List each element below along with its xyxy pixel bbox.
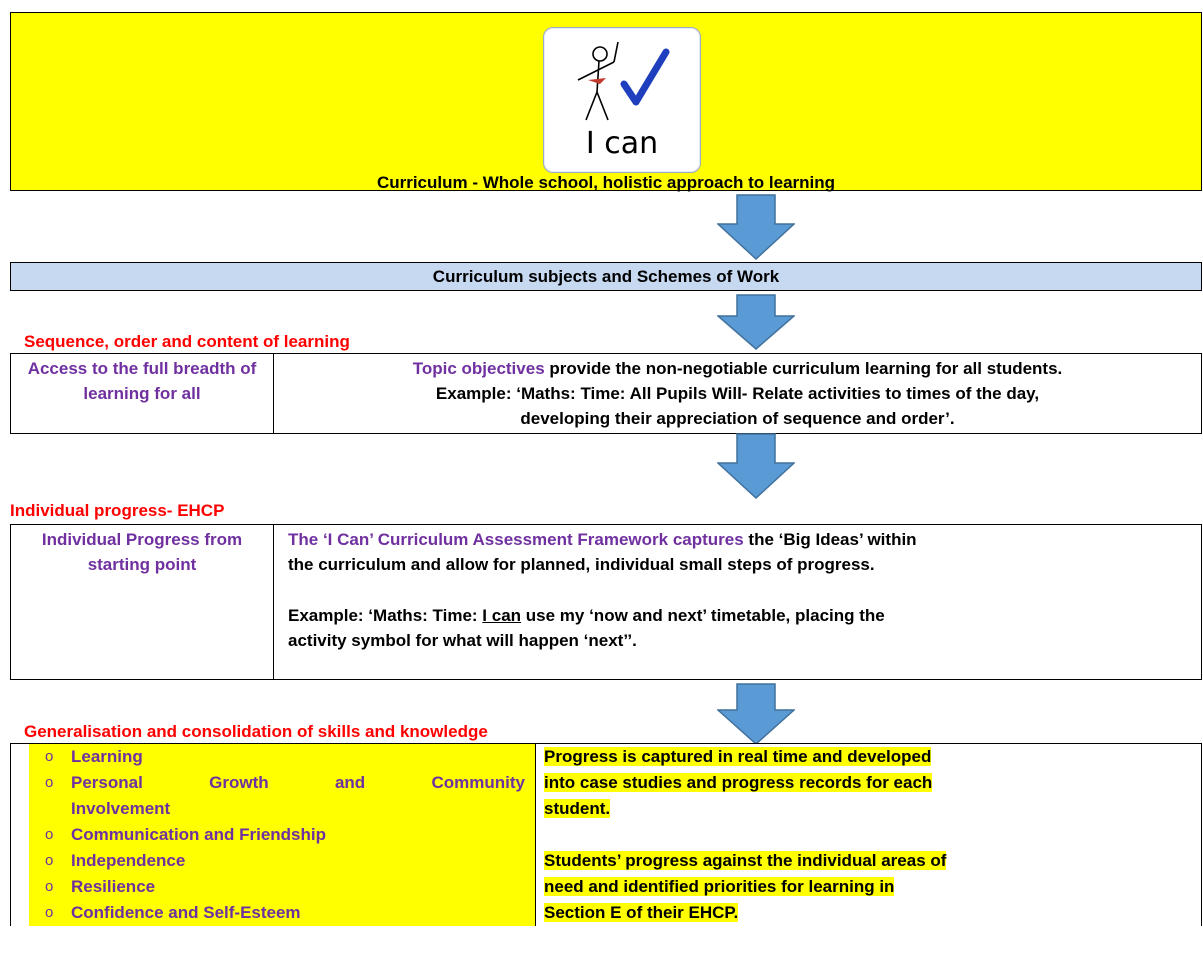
progress-text: into case studies and progress records f… bbox=[544, 773, 933, 792]
example-text: Example: ‘Maths: Time: bbox=[288, 606, 483, 625]
list-item: Confidence and Self-Esteem bbox=[29, 900, 535, 926]
list-item: Learning bbox=[29, 744, 535, 770]
framework-line: the curriculum and allow for planned, in… bbox=[288, 555, 875, 574]
curriculum-banner: I can Curriculum - Whole school, holisti… bbox=[10, 12, 1202, 192]
progress-text: Progress is captured in real time and de… bbox=[544, 747, 932, 766]
topic-objectives-cell: Topic objectives provide the non-negotia… bbox=[273, 353, 1202, 434]
progress-text: student. bbox=[544, 799, 611, 818]
list-item: Involvement bbox=[29, 796, 535, 822]
logo-text: I can bbox=[585, 126, 659, 161]
i-can-logo: I can bbox=[543, 27, 701, 173]
banner-title: Curriculum - Whole school, holistic appr… bbox=[376, 173, 836, 192]
section-heading-individual: Individual progress- EHCP bbox=[10, 501, 225, 520]
example-line: developing their appreciation of sequenc… bbox=[520, 409, 955, 428]
list-item: Communication and Friendship bbox=[29, 822, 535, 848]
individual-progress-cell: Individual Progress from starting point bbox=[10, 524, 274, 680]
down-arrow-icon bbox=[717, 683, 795, 745]
topic-objectives-text: provide the non-negotiable curriculum le… bbox=[544, 359, 1063, 378]
example-line: Example: ‘Maths: Time: All Pupils Will- … bbox=[435, 384, 1040, 403]
progress-text: Students’ progress against the individua… bbox=[544, 851, 947, 870]
section-heading-generalisation: Generalisation and consolidation of skil… bbox=[24, 722, 488, 741]
progress-text: Section E of their EHCP. bbox=[544, 903, 739, 922]
section-heading-sequence: Sequence, order and content of learning bbox=[24, 332, 350, 351]
framework-lead: The ‘I Can’ Curriculum Assessment Framew… bbox=[288, 530, 744, 549]
sequence-table: Access to the full breadth of learning f… bbox=[10, 353, 1202, 434]
individual-progress-table: Individual Progress from starting point … bbox=[10, 524, 1202, 680]
down-arrow-icon bbox=[717, 194, 795, 260]
list-item: Independence bbox=[29, 848, 535, 874]
subjects-bar: Curriculum subjects and Schemes of Work bbox=[10, 262, 1202, 291]
topic-objectives-lead: Topic objectives bbox=[412, 359, 545, 378]
down-arrow-icon bbox=[717, 294, 795, 350]
progress-summary-cell: Progress is captured in real time and de… bbox=[535, 743, 1202, 926]
list-item: Resilience bbox=[29, 874, 535, 900]
progress-text: need and identified priorities for learn… bbox=[544, 877, 895, 896]
framework-cell: The ‘I Can’ Curriculum Assessment Framew… bbox=[273, 524, 1202, 680]
stick-figure-checkmark-icon bbox=[577, 41, 670, 121]
framework-text: the ‘Big Ideas’ within bbox=[743, 530, 917, 549]
example-text: use my ‘now and next’ timetable, placing… bbox=[521, 606, 885, 625]
i-can-underlined: I can bbox=[482, 606, 522, 625]
example-line: activity symbol for what will happen ‘ne… bbox=[288, 631, 637, 650]
down-arrow-icon bbox=[717, 433, 795, 499]
access-cell: Access to the full breadth of learning f… bbox=[10, 353, 274, 434]
